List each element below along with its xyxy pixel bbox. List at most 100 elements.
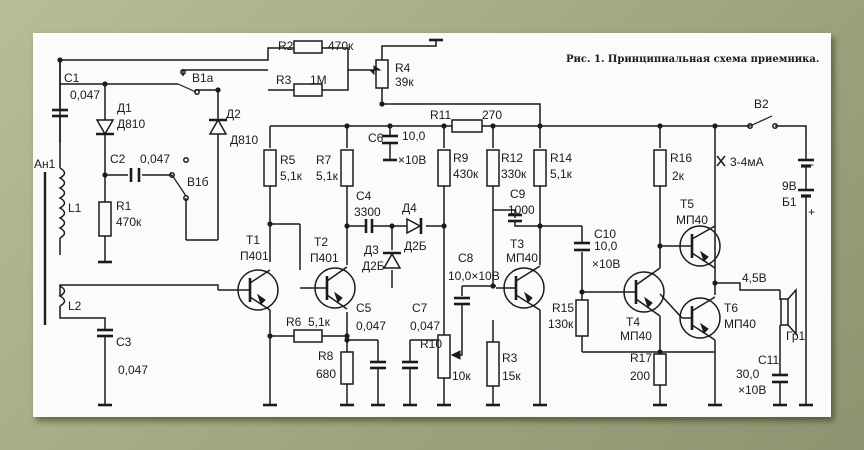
R2-body xyxy=(293,40,323,54)
label-C2-value: 0,047 xyxy=(140,152,170,166)
label-R10-ref: R10 xyxy=(420,337,442,351)
ground-symbols xyxy=(98,38,813,407)
label-R5-ref: R5 xyxy=(280,153,296,167)
R13-body xyxy=(486,341,500,387)
label-An1: Ан1 xyxy=(34,157,56,171)
label-C4-value: 3300 xyxy=(354,205,381,219)
label-L1: L1 xyxy=(68,201,82,215)
R17-body xyxy=(653,353,667,386)
T2-symbol xyxy=(300,266,356,310)
label-R2-ref: R2 xyxy=(278,39,294,53)
T3-symbol xyxy=(496,265,545,311)
label-D4-ref: Д4 xyxy=(402,201,417,215)
R5-body xyxy=(263,149,277,187)
R16-body xyxy=(653,149,667,187)
label-T1-ref: T1 xyxy=(246,233,260,247)
label-battery-minus: - xyxy=(810,157,814,171)
label-C2-ref: C2 xyxy=(110,152,126,166)
R11-body xyxy=(451,119,483,133)
label-R7-ref: R7 xyxy=(316,153,332,167)
label-C5-value: 0,047 xyxy=(356,319,386,333)
label-C9-ref: C9 xyxy=(510,187,526,201)
label-R5-value: 5,1к xyxy=(280,169,303,183)
label-R9-ref: R9 xyxy=(453,151,469,165)
label-R13-ref: R3 xyxy=(502,351,518,365)
label-battery-ref: Б1 xyxy=(782,195,797,209)
label-D2-ref: Д2 xyxy=(226,107,241,121)
resistors xyxy=(98,40,667,387)
label-battery-voltage: 9В xyxy=(782,179,797,193)
label-C1-ref: C1 xyxy=(64,71,80,85)
label-C3-value: 0,047 xyxy=(118,363,148,377)
label-B1b: В1б xyxy=(187,175,209,189)
label-R8-value: 680 xyxy=(316,367,336,381)
label-T6-ref: T6 xyxy=(724,301,738,315)
label-R15-ref: R15 xyxy=(552,301,574,315)
label-T3-ref: T3 xyxy=(510,237,524,251)
label-R6-value: 5,1к xyxy=(308,315,331,329)
R3-body xyxy=(293,83,323,97)
label-R15-value: 130к xyxy=(548,317,574,331)
label-R11-ref: R11 xyxy=(430,108,451,122)
label-R1-ref: R1 xyxy=(116,199,132,213)
label-C11-ref: C11 xyxy=(758,353,779,367)
switches xyxy=(169,69,778,201)
label-R14-ref: R14 xyxy=(550,151,572,165)
diodes xyxy=(95,118,423,269)
label-T5-value: МП40 xyxy=(676,213,708,227)
junction-dots xyxy=(57,57,718,355)
label-C9-value: 1000 xyxy=(508,203,535,217)
label-battery-plus: + xyxy=(808,205,815,219)
label-T4-ref: T4 xyxy=(626,315,640,329)
label-C8-ref: C8 xyxy=(458,251,474,265)
R7-body xyxy=(340,149,354,187)
label-R2-value: 470к xyxy=(328,39,354,53)
label-T5-ref: T5 xyxy=(680,197,694,211)
label-R14-value: 5,1к xyxy=(550,167,573,181)
T4-symbol xyxy=(620,267,665,317)
label-C8-value: 10,0×10В xyxy=(448,269,500,283)
capacitors xyxy=(52,108,788,390)
R10-body xyxy=(437,334,451,379)
label-C11-value: 30,0 xyxy=(736,367,760,381)
label-C10-value: 10,0 xyxy=(594,239,618,253)
label-B1a: В1а xyxy=(192,71,214,85)
label-C1-value: 0,047 xyxy=(70,88,100,102)
label-L2: L2 xyxy=(68,299,82,313)
label-speaker-value: 4,5В xyxy=(742,271,767,285)
label-R16-ref: R16 xyxy=(670,151,692,165)
label-current: 3-4мА xyxy=(730,155,764,169)
label-T1-value: П401 xyxy=(240,249,269,263)
label-R4-value: 39к xyxy=(395,75,414,89)
label-R17-ref: R17 xyxy=(630,351,652,365)
T5-symbol xyxy=(679,225,721,269)
label-R3-value: 1М xyxy=(310,73,327,87)
label-C10-voltage: ×10В xyxy=(592,257,620,271)
label-D3-value: Д2Б xyxy=(362,259,385,273)
label-R9-value: 430к xyxy=(453,167,479,181)
label-R12-value: 330к xyxy=(501,167,527,181)
label-C5-ref: C5 xyxy=(356,301,372,315)
label-R7-value: 5,1к xyxy=(316,169,339,183)
label-R13-value: 15к xyxy=(502,369,521,383)
R12-body xyxy=(486,149,500,187)
label-T3-value: МП40 xyxy=(506,251,538,265)
transistors xyxy=(237,225,721,341)
label-C11-voltage: ×10В xyxy=(738,383,766,397)
T6-symbol xyxy=(679,296,721,341)
label-R12-ref: R12 xyxy=(501,151,523,165)
label-R10-value: 10к xyxy=(452,369,471,383)
label-R6-ref: R6 xyxy=(286,315,302,329)
T1-symbol xyxy=(237,269,279,311)
label-D4-value: Д2Б xyxy=(404,239,427,253)
label-T2-ref: T2 xyxy=(314,235,328,249)
label-C4-ref: C4 xyxy=(356,189,372,203)
label-D3-ref: Д3 xyxy=(364,243,379,257)
R4-body xyxy=(375,59,389,89)
label-C7-value: 0,047 xyxy=(410,319,440,333)
label-R1-value: 470к xyxy=(116,215,142,229)
label-T2-value: П401 xyxy=(310,251,339,265)
R15-body xyxy=(575,299,589,337)
